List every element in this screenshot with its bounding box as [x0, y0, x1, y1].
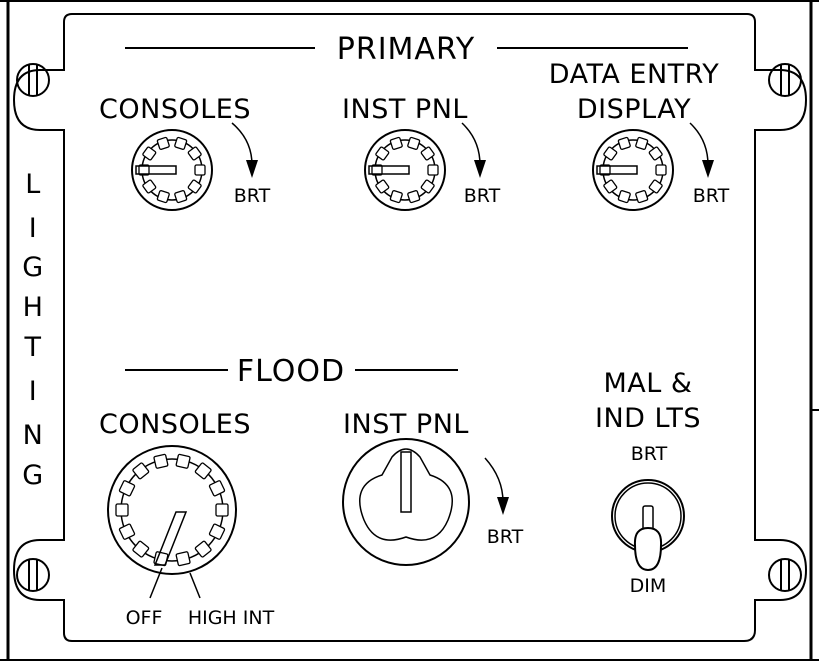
side-letter: I — [29, 213, 37, 244]
primary-consoles-label: CONSOLES — [99, 94, 251, 125]
mal-ind-dim-label: DIM — [630, 575, 667, 597]
screw-top-right-icon — [768, 63, 802, 97]
knob-tooth — [375, 179, 390, 194]
data-entry-label-line2: DISPLAY — [577, 94, 691, 125]
side-letter: H — [23, 292, 44, 323]
primary-section-heading: PRIMARY — [125, 32, 688, 67]
flood-consoles-knob-icon[interactable] — [107, 445, 237, 575]
knob-tooth — [208, 480, 226, 497]
knob-tooth — [635, 190, 649, 204]
knob-tooth — [371, 164, 383, 176]
knob-tooth — [389, 136, 403, 150]
lighting-side-label: L I G H T I N G — [22, 169, 43, 491]
knob-tooth — [175, 453, 191, 469]
knob-tooth — [174, 190, 188, 204]
primary-inst-pnl-label: INST PNL — [342, 94, 468, 125]
primary-inst-pnl-control[interactable]: INST PNL BRT — [342, 94, 501, 211]
knob-tooth — [603, 179, 618, 194]
knob-tooth — [142, 146, 157, 161]
flood-inst-pnl-brt-arrow-icon — [484, 457, 504, 503]
data-entry-brt-label: BRT — [693, 185, 730, 207]
primary-title: PRIMARY — [337, 32, 475, 67]
knob-tooth — [187, 146, 202, 161]
knob-tooth — [138, 164, 150, 176]
flood-inst-pnl-label: INST PNL — [343, 409, 469, 440]
knob-tooth — [617, 190, 631, 204]
primary-consoles-control[interactable]: CONSOLES BRT — [99, 94, 271, 211]
mal-ind-label-line2: IND LTS — [595, 403, 701, 434]
data-entry-brt-arrow-icon — [689, 122, 709, 166]
knob-tooth — [648, 179, 663, 194]
flood-consoles-label: CONSOLES — [99, 409, 251, 440]
side-letter: G — [22, 460, 43, 491]
knob-tooth — [655, 164, 667, 176]
knob-tooth — [156, 136, 170, 150]
knob-tooth — [118, 523, 136, 540]
flood-inst-pnl-knob-icon[interactable] — [342, 438, 470, 566]
flood-inst-pnl-brt-label: BRT — [487, 526, 524, 548]
mal-ind-toggle-switch-icon[interactable] — [611, 479, 685, 572]
primary-inst-pnl-knob-icon[interactable] — [364, 129, 446, 211]
high-int-pointer-line — [189, 572, 201, 599]
knob-tooth — [175, 551, 191, 567]
mal-ind-brt-label: BRT — [631, 443, 668, 465]
flood-consoles-control[interactable]: CONSOLES OFF HIGH INT — [99, 409, 275, 629]
knob-tooth — [194, 540, 212, 558]
primary-inst-pnl-brt-arrow-icon — [461, 122, 481, 166]
primary-inst-pnl-brt-label: BRT — [464, 185, 501, 207]
knob-tooth — [118, 480, 136, 497]
knob-tooth — [375, 146, 390, 161]
flood-consoles-off-label: OFF — [126, 607, 163, 629]
knob-tooth — [174, 136, 188, 150]
flood-title: FLOOD — [237, 354, 345, 389]
knob-tooth — [420, 146, 435, 161]
screw-bottom-right-icon — [768, 558, 802, 592]
side-letter: G — [22, 252, 43, 283]
knob-tooth — [194, 462, 212, 480]
data-entry-knob-icon[interactable] — [592, 129, 674, 211]
panel-inner-outline — [12, 13, 808, 642]
knob-tooth — [115, 503, 129, 517]
knob-tooth — [389, 190, 403, 204]
knob-tooth — [215, 503, 229, 517]
flood-consoles-high-int-label: HIGH INT — [188, 607, 275, 629]
side-letter: N — [23, 420, 44, 451]
knob-tooth — [132, 462, 150, 480]
knob-tooth — [153, 453, 169, 469]
screw-top-left-icon — [16, 63, 50, 97]
off-pointer-line — [149, 567, 163, 599]
primary-consoles-brt-label: BRT — [234, 185, 271, 207]
flood-section-heading: FLOOD — [125, 354, 458, 389]
knob-tooth — [194, 164, 206, 176]
knob-tooth — [635, 136, 649, 150]
knob-tooth — [132, 540, 150, 558]
knob-tooth — [617, 136, 631, 150]
knob-tooth — [142, 179, 157, 194]
flood-inst-pnl-control[interactable]: INST PNL BRT — [342, 409, 524, 566]
knob-tooth — [407, 136, 421, 150]
mal-ind-lts-control[interactable]: MAL & IND LTS BRT DIM — [595, 368, 701, 597]
mal-ind-label-line1: MAL & — [604, 368, 693, 399]
knob-tooth — [599, 164, 611, 176]
knob-tooth — [603, 146, 618, 161]
knob-tooth — [427, 164, 439, 176]
primary-consoles-knob-icon[interactable] — [131, 129, 213, 211]
knob-tooth — [648, 146, 663, 161]
knob-tooth — [420, 179, 435, 194]
data-entry-label-line1: DATA ENTRY — [549, 59, 719, 90]
side-letter: T — [24, 332, 42, 363]
side-letter: L — [25, 169, 41, 200]
screw-bottom-left-icon — [16, 558, 50, 592]
primary-data-entry-control[interactable]: DATA ENTRY DISPLAY BRT — [549, 59, 730, 211]
knob-tooth — [407, 190, 421, 204]
side-letter: I — [29, 376, 37, 407]
primary-consoles-brt-arrow-icon — [231, 122, 253, 166]
knob-tooth — [208, 523, 226, 540]
knob-tooth — [156, 190, 170, 204]
knob-tooth — [187, 179, 202, 194]
